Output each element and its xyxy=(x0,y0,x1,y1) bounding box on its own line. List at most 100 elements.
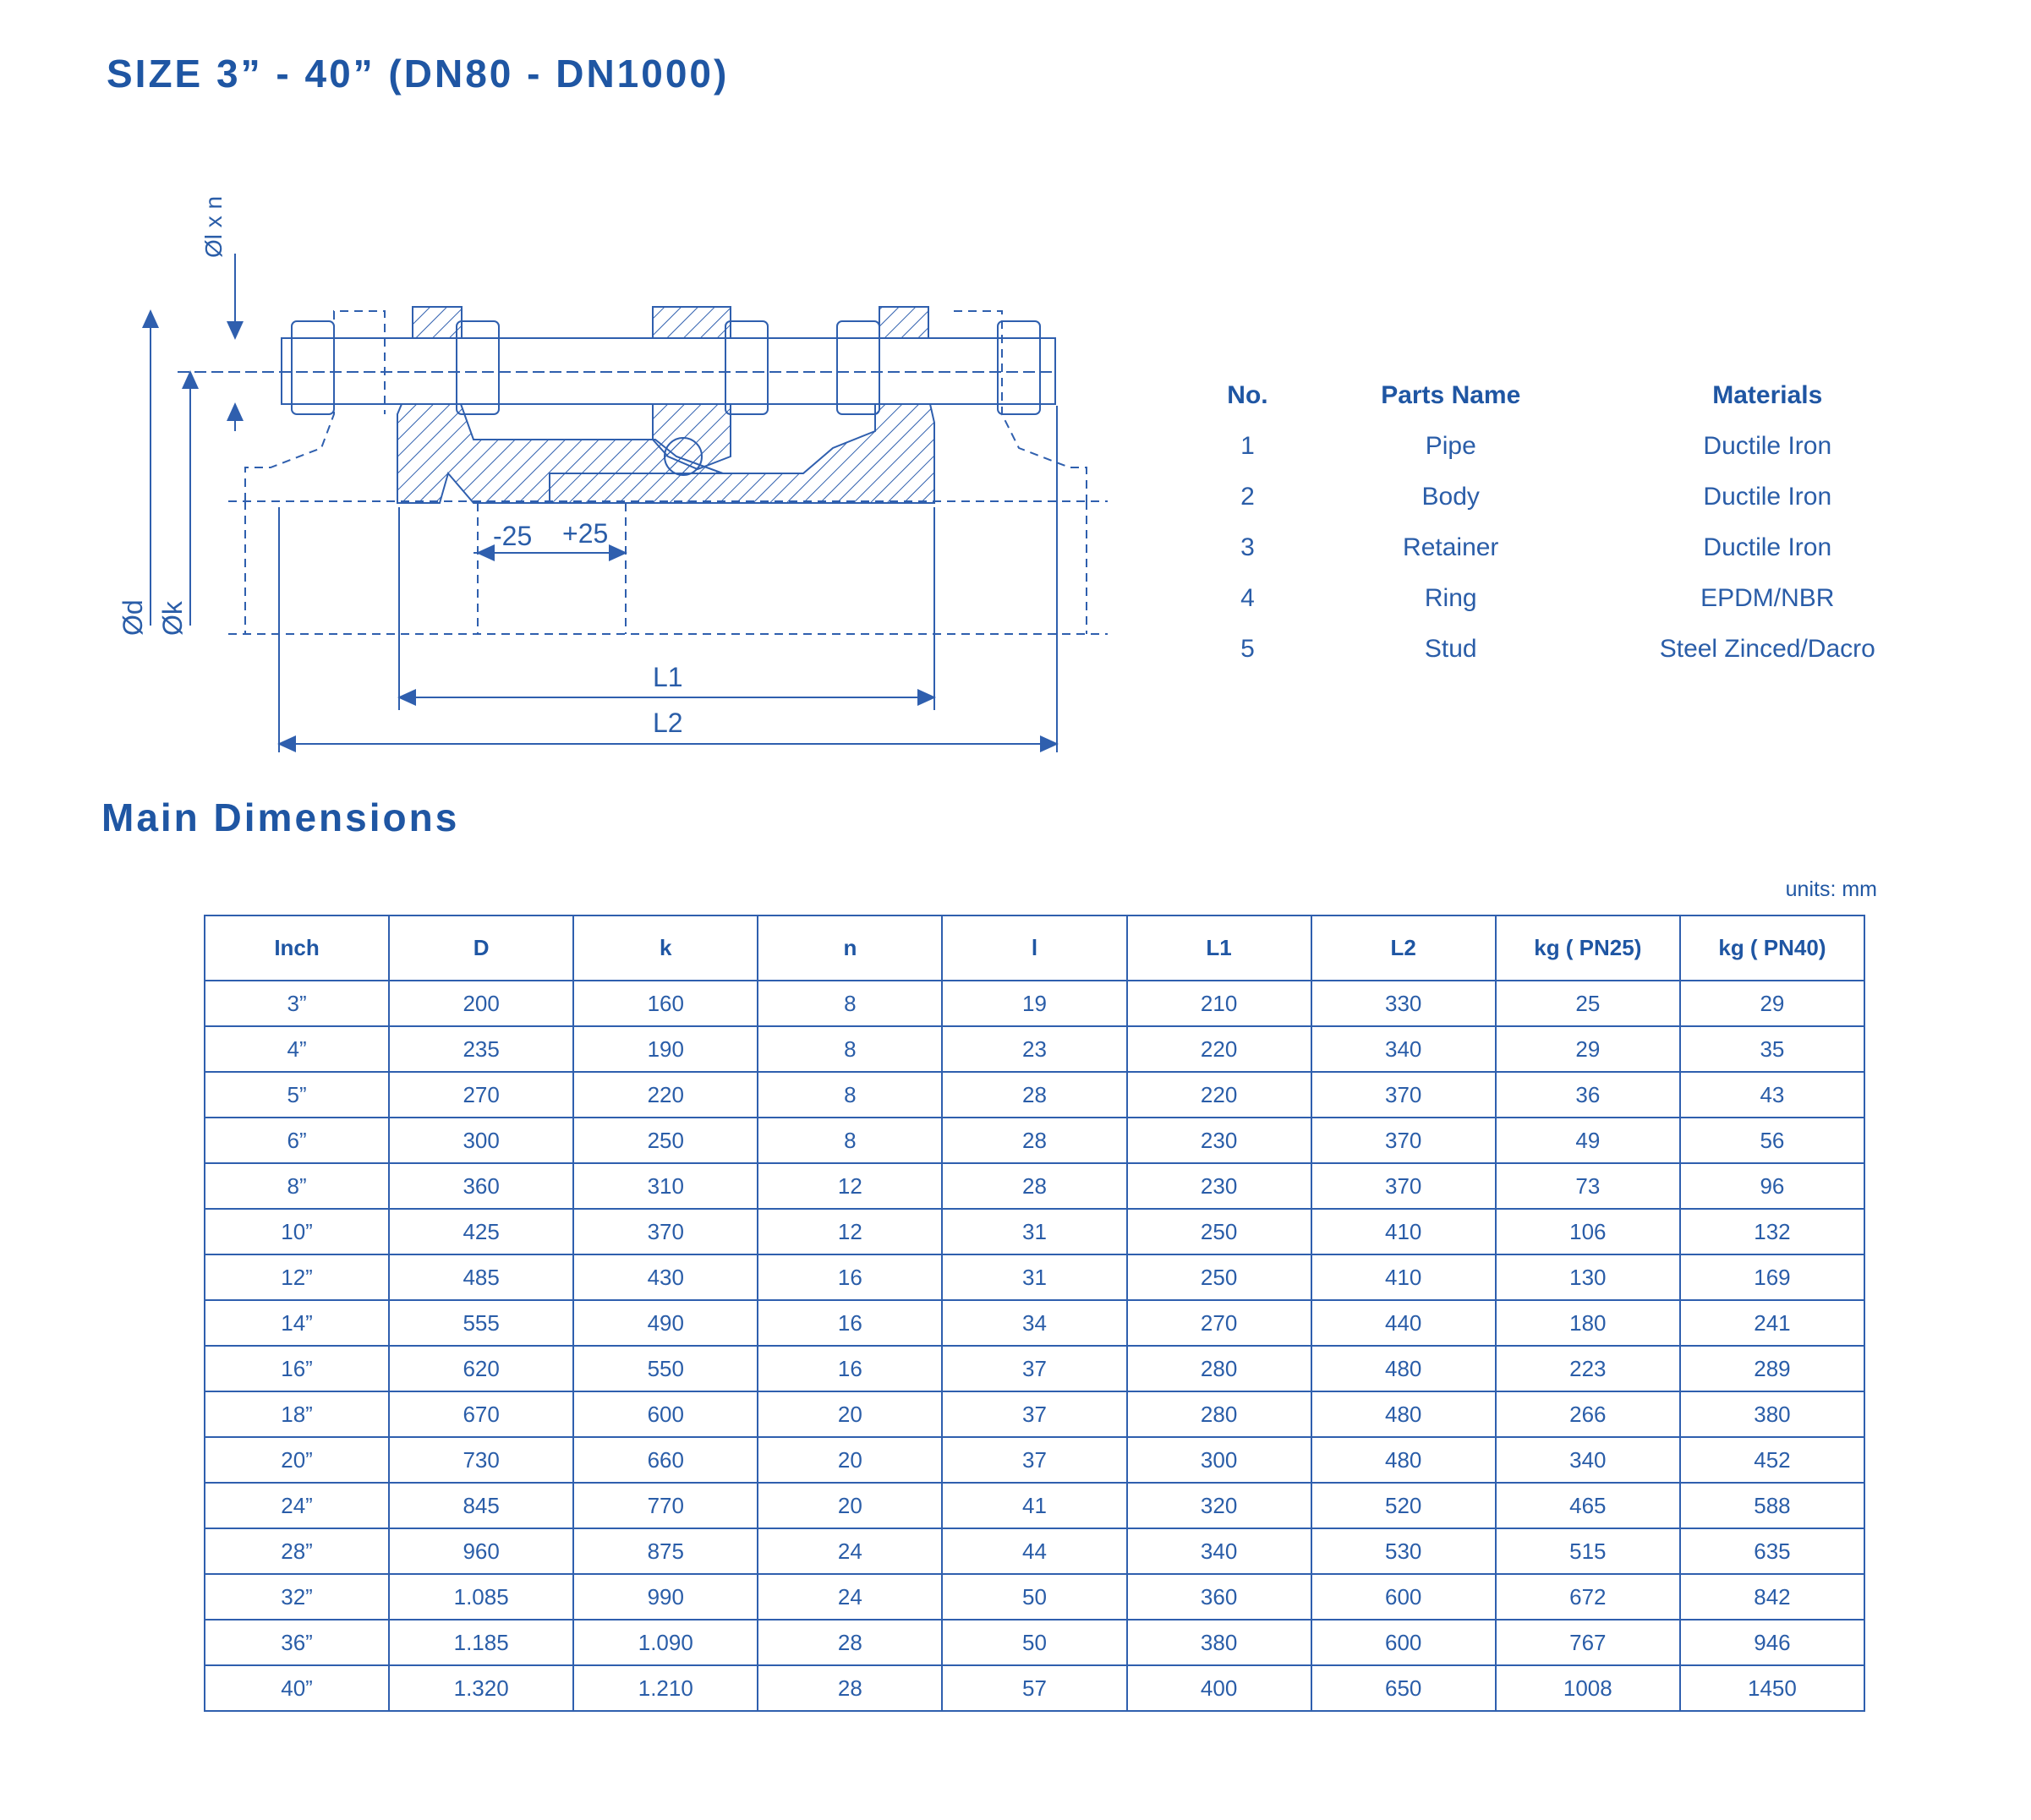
table-cell: 370 xyxy=(1310,1117,1497,1164)
table-cell: 842 xyxy=(1678,1573,1866,1621)
table-cell: 12 xyxy=(757,1162,944,1210)
table-cell: 340 xyxy=(1125,1528,1312,1575)
part-no: 4 xyxy=(1240,584,1255,612)
table-cell: 1.090 xyxy=(572,1619,759,1666)
table-cell: 620 xyxy=(388,1345,575,1392)
table-cell: 946 xyxy=(1678,1619,1866,1666)
table-cell: 210 xyxy=(1125,980,1312,1027)
table-cell: 24” xyxy=(203,1482,391,1529)
table-cell: 34 xyxy=(941,1299,1128,1347)
table-cell: 10” xyxy=(203,1208,391,1255)
table-cell: 270 xyxy=(388,1071,575,1118)
table-cell: 380 xyxy=(1678,1391,1866,1438)
part-name: Body xyxy=(1421,483,1480,511)
units-label: units: mm xyxy=(1785,877,1877,901)
table-cell: 180 xyxy=(1494,1299,1681,1347)
part-no: 1 xyxy=(1240,432,1255,460)
col-header-k: k xyxy=(572,915,759,981)
stud-bolt xyxy=(178,320,1057,415)
table-cell: 200 xyxy=(388,980,575,1027)
table-cell: 480 xyxy=(1310,1391,1497,1438)
table-cell: 35 xyxy=(1678,1025,1866,1073)
table-cell: 990 xyxy=(572,1573,759,1621)
page-title: SIZE 3” - 40” (DN80 - DN1000) xyxy=(107,52,730,96)
col-header-l: l xyxy=(941,915,1128,981)
table-cell: 20” xyxy=(203,1436,391,1484)
dimension-lines xyxy=(142,254,1059,752)
table-cell: 600 xyxy=(1310,1619,1497,1666)
parts-row: 4 Ring EPDM/NBR xyxy=(1184,573,1945,624)
table-cell: 8 xyxy=(757,1025,944,1073)
table-cell: 235 xyxy=(388,1025,575,1073)
table-cell: 767 xyxy=(1494,1619,1681,1666)
table-cell: 300 xyxy=(1125,1436,1312,1484)
parts-row: 1 Pipe Ductile Iron xyxy=(1184,421,1945,472)
table-cell: 28 xyxy=(757,1664,944,1712)
part-no: 3 xyxy=(1240,533,1255,561)
table-cell: 18” xyxy=(203,1391,391,1438)
table-cell: 49 xyxy=(1494,1117,1681,1164)
table-cell: 845 xyxy=(388,1482,575,1529)
table-cell: 29 xyxy=(1494,1025,1681,1073)
parts-row: 5 Stud Steel Zinced/Dacro xyxy=(1184,624,1945,675)
table-cell: 452 xyxy=(1678,1436,1866,1484)
table-cell: 56 xyxy=(1678,1117,1866,1164)
table-cell: 340 xyxy=(1494,1436,1681,1484)
l1-label: L1 xyxy=(653,662,683,692)
table-cell: 270 xyxy=(1125,1299,1312,1347)
table-cell: 410 xyxy=(1310,1254,1497,1301)
table-cell: 480 xyxy=(1310,1345,1497,1392)
table-cell: 14” xyxy=(203,1299,391,1347)
table-cell: 23 xyxy=(941,1025,1128,1073)
table-cell: 530 xyxy=(1310,1528,1497,1575)
table-cell: 220 xyxy=(572,1071,759,1118)
parts-row: 3 Retainer Ductile Iron xyxy=(1184,522,1945,573)
table-cell: 57 xyxy=(941,1664,1128,1712)
table-cell: 310 xyxy=(572,1162,759,1210)
table-cell: 635 xyxy=(1678,1528,1866,1575)
col-header-kg-pn25: kg ( PN25) xyxy=(1494,915,1681,981)
table-cell: 600 xyxy=(572,1391,759,1438)
table-cell: 289 xyxy=(1678,1345,1866,1392)
table-cell: 875 xyxy=(572,1528,759,1575)
table-cell: 230 xyxy=(1125,1117,1312,1164)
table-cell: 130 xyxy=(1494,1254,1681,1301)
parts-header-no: No. xyxy=(1227,381,1268,409)
table-cell: 550 xyxy=(572,1345,759,1392)
table-cell: 220 xyxy=(1125,1025,1312,1073)
table-cell: 555 xyxy=(388,1299,575,1347)
part-name: Pipe xyxy=(1425,432,1476,460)
table-cell: 106 xyxy=(1494,1208,1681,1255)
table-cell: 28 xyxy=(941,1162,1128,1210)
table-cell: 37 xyxy=(941,1391,1128,1438)
table-cell: 650 xyxy=(1310,1664,1497,1712)
table-cell: 250 xyxy=(1125,1254,1312,1301)
table-cell: 96 xyxy=(1678,1162,1866,1210)
table-cell: 430 xyxy=(572,1254,759,1301)
table-cell: 660 xyxy=(572,1436,759,1484)
table-cell: 730 xyxy=(388,1436,575,1484)
table-cell: 8” xyxy=(203,1162,391,1210)
part-no: 2 xyxy=(1240,483,1255,511)
table-cell: 670 xyxy=(388,1391,575,1438)
col-header-n: n xyxy=(757,915,944,981)
table-cell: 31 xyxy=(941,1254,1128,1301)
table-cell: 31 xyxy=(941,1208,1128,1255)
table-cell: 43 xyxy=(1678,1071,1866,1118)
table-cell: 520 xyxy=(1310,1482,1497,1529)
table-cell: 24 xyxy=(757,1528,944,1575)
parts-header-name: Parts Name xyxy=(1381,381,1521,409)
table-cell: 50 xyxy=(941,1619,1128,1666)
parts-row: 2 Body Ductile Iron xyxy=(1184,472,1945,522)
table-cell: 169 xyxy=(1678,1254,1866,1301)
table-cell: 485 xyxy=(388,1254,575,1301)
table-cell: 480 xyxy=(1310,1436,1497,1484)
